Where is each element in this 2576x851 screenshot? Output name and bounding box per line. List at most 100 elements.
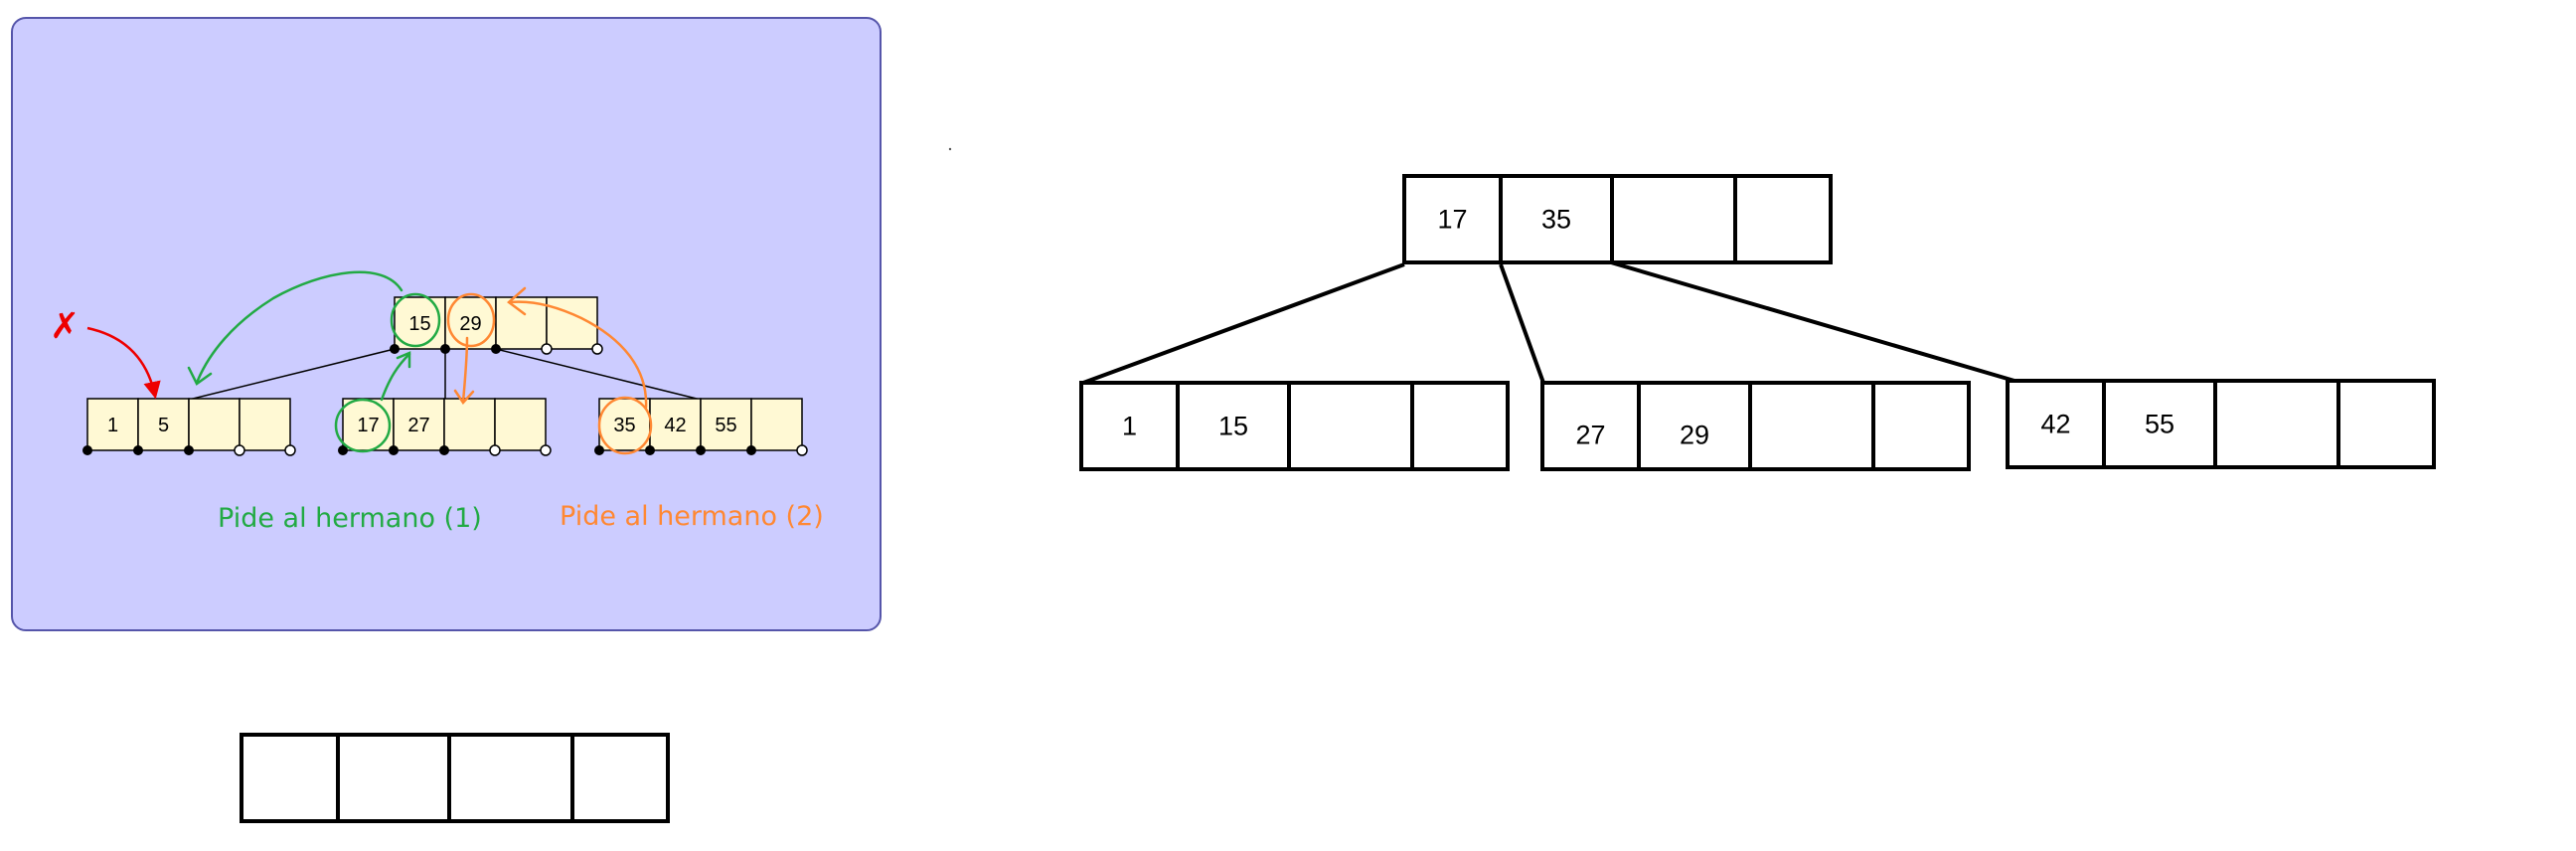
pointer-dot-empty bbox=[489, 444, 501, 456]
node-cell bbox=[444, 296, 497, 350]
pointer-dot bbox=[82, 445, 92, 455]
node-key: 29 bbox=[459, 313, 481, 335]
orange-circle-29 bbox=[446, 292, 496, 348]
pointer-dot-empty bbox=[284, 444, 296, 456]
node-key: 15 bbox=[408, 313, 430, 335]
green-arrowhead-up bbox=[396, 351, 411, 369]
pointer-dot bbox=[338, 445, 348, 455]
empty-node bbox=[240, 733, 670, 823]
pointer-dot-empty bbox=[591, 343, 603, 355]
node-cell bbox=[86, 398, 139, 451]
node-key: 27 bbox=[407, 415, 429, 436]
node-cell bbox=[649, 398, 702, 451]
tree-edges bbox=[1082, 260, 2015, 385]
panel-edges bbox=[188, 348, 702, 401]
cross-mark-icon: ✗ bbox=[50, 306, 80, 347]
tree-edge bbox=[1082, 262, 1405, 385]
node-cell bbox=[700, 398, 752, 451]
node-cell bbox=[443, 398, 496, 451]
node-key: 1 bbox=[1122, 412, 1137, 441]
panel-leaf-2-pointers bbox=[338, 444, 552, 456]
pointer-dot-empty bbox=[540, 444, 552, 456]
panel-leaf-1-pointers bbox=[82, 444, 296, 456]
green-arrowhead bbox=[187, 366, 213, 386]
delete-annotation: ✗ bbox=[50, 306, 161, 400]
stray-dot bbox=[948, 147, 952, 151]
node-cell bbox=[750, 398, 803, 451]
pointer-dot-empty bbox=[234, 444, 245, 456]
label-borrow-2: Pide al hermano (2) bbox=[560, 501, 824, 532]
node-outline bbox=[1079, 381, 1510, 471]
pointer-dot bbox=[184, 445, 194, 455]
pointer-dot bbox=[645, 445, 655, 455]
tree-leaf-1: 1 15 bbox=[1079, 381, 1510, 471]
label-borrow-1: Pide al hermano (1) bbox=[218, 503, 482, 534]
panel-leaf-3-pointers bbox=[594, 444, 808, 456]
node-key: 29 bbox=[1680, 421, 1709, 450]
node-cell bbox=[393, 398, 445, 451]
tree-leaf-2: 27 29 bbox=[1540, 381, 1971, 471]
green-circle-17 bbox=[334, 398, 392, 453]
pointer-dot bbox=[696, 445, 706, 455]
red-arrow bbox=[86, 326, 161, 400]
node-key: 35 bbox=[613, 415, 635, 436]
node-key: 35 bbox=[1541, 205, 1571, 235]
tree-edge bbox=[1499, 263, 1545, 384]
green-arrow-up bbox=[380, 352, 411, 402]
orange-annotations bbox=[446, 286, 653, 455]
pointer-dot bbox=[390, 344, 400, 354]
orange-arrowhead-down bbox=[453, 389, 475, 406]
node-key: 42 bbox=[664, 415, 686, 436]
node-cell bbox=[239, 398, 291, 451]
panel-root-pointers bbox=[390, 343, 603, 355]
pointer-dot-empty bbox=[541, 343, 553, 355]
node-cell bbox=[137, 398, 190, 451]
node-key: 17 bbox=[357, 415, 379, 436]
panel-edge bbox=[495, 348, 702, 401]
orange-arrowhead-up bbox=[507, 286, 527, 316]
green-arrow-to-leaf-1 bbox=[195, 270, 403, 385]
pointer-dot bbox=[439, 445, 449, 455]
node-outline bbox=[1540, 381, 1971, 471]
node-key: 17 bbox=[1437, 205, 1467, 235]
orange-circle-35 bbox=[597, 396, 653, 455]
node-key: 27 bbox=[1575, 421, 1605, 450]
orange-arrow-down bbox=[461, 336, 469, 404]
pointer-dot bbox=[440, 344, 450, 354]
node-cell bbox=[494, 398, 547, 451]
node-key: 1 bbox=[107, 415, 118, 436]
panel-leaf-3-cells: 35 42 55 bbox=[598, 398, 803, 451]
node-key: 55 bbox=[715, 415, 736, 436]
node-outline bbox=[1402, 174, 1833, 264]
panel-leaf-3: 35 42 55 bbox=[594, 398, 808, 456]
panel-edge bbox=[188, 348, 396, 401]
node-cell bbox=[495, 296, 548, 350]
pointer-dot bbox=[389, 445, 399, 455]
node-key: 15 bbox=[1218, 412, 1248, 441]
node-cell bbox=[598, 398, 651, 451]
node-outline bbox=[2006, 379, 2436, 469]
node-key: 5 bbox=[158, 415, 169, 436]
green-circle-15 bbox=[390, 292, 441, 348]
pointer-dot bbox=[746, 445, 756, 455]
node-cell bbox=[188, 398, 241, 451]
pointer-dot-empty bbox=[796, 444, 808, 456]
orange-arrow-up bbox=[508, 300, 648, 410]
node-outline bbox=[240, 733, 670, 823]
green-annotations bbox=[187, 270, 441, 453]
tree-edge bbox=[1610, 260, 2015, 383]
pointer-dot bbox=[491, 344, 501, 354]
pointer-dot bbox=[133, 445, 143, 455]
node-key: 55 bbox=[2145, 410, 2174, 439]
